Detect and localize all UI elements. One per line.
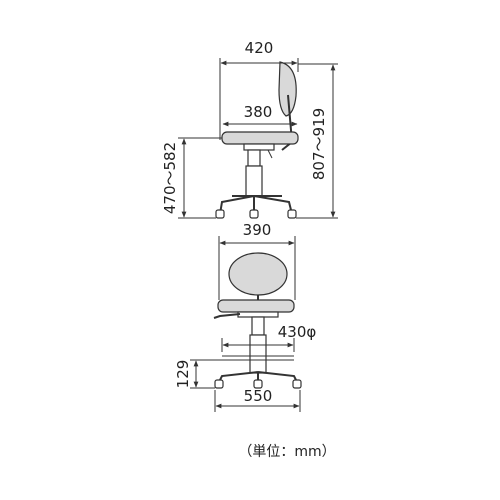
side-glide-left (215, 209, 225, 219)
front-foot-ring (222, 355, 294, 361)
front-gas-column (251, 316, 265, 336)
front-view: 390 430φ 129 550 (174, 221, 316, 412)
front-glide-right (292, 379, 302, 389)
side-seat (221, 131, 299, 145)
side-backrest (278, 61, 297, 117)
dim-base-width: 550 (244, 387, 273, 405)
front-seat (217, 299, 295, 313)
front-height-lever (213, 313, 241, 319)
front-mechanism (237, 311, 279, 318)
front-backrest (228, 252, 288, 296)
dim-back-width: 390 (243, 221, 272, 239)
front-column-cover (249, 334, 267, 374)
dim-seat-height: 470～582 (161, 142, 179, 214)
front-glide-center (253, 379, 263, 389)
dim-seat-width: 380 (244, 103, 273, 121)
side-column-cover (245, 165, 263, 197)
side-view: 420 380 470～582 807～919 (161, 39, 338, 219)
side-gas-column (247, 149, 261, 167)
dim-ring-diameter: 430φ (278, 323, 317, 341)
unit-note: （単位：mm） (238, 444, 335, 460)
side-mechanism (243, 143, 275, 151)
side-glide-right (287, 209, 297, 219)
dim-total-width: 420 (245, 39, 274, 57)
front-glide-left (214, 379, 224, 389)
dim-ring-height: 129 (174, 360, 192, 389)
dim-total-height: 807～919 (310, 108, 328, 180)
side-glide-center (249, 209, 259, 219)
